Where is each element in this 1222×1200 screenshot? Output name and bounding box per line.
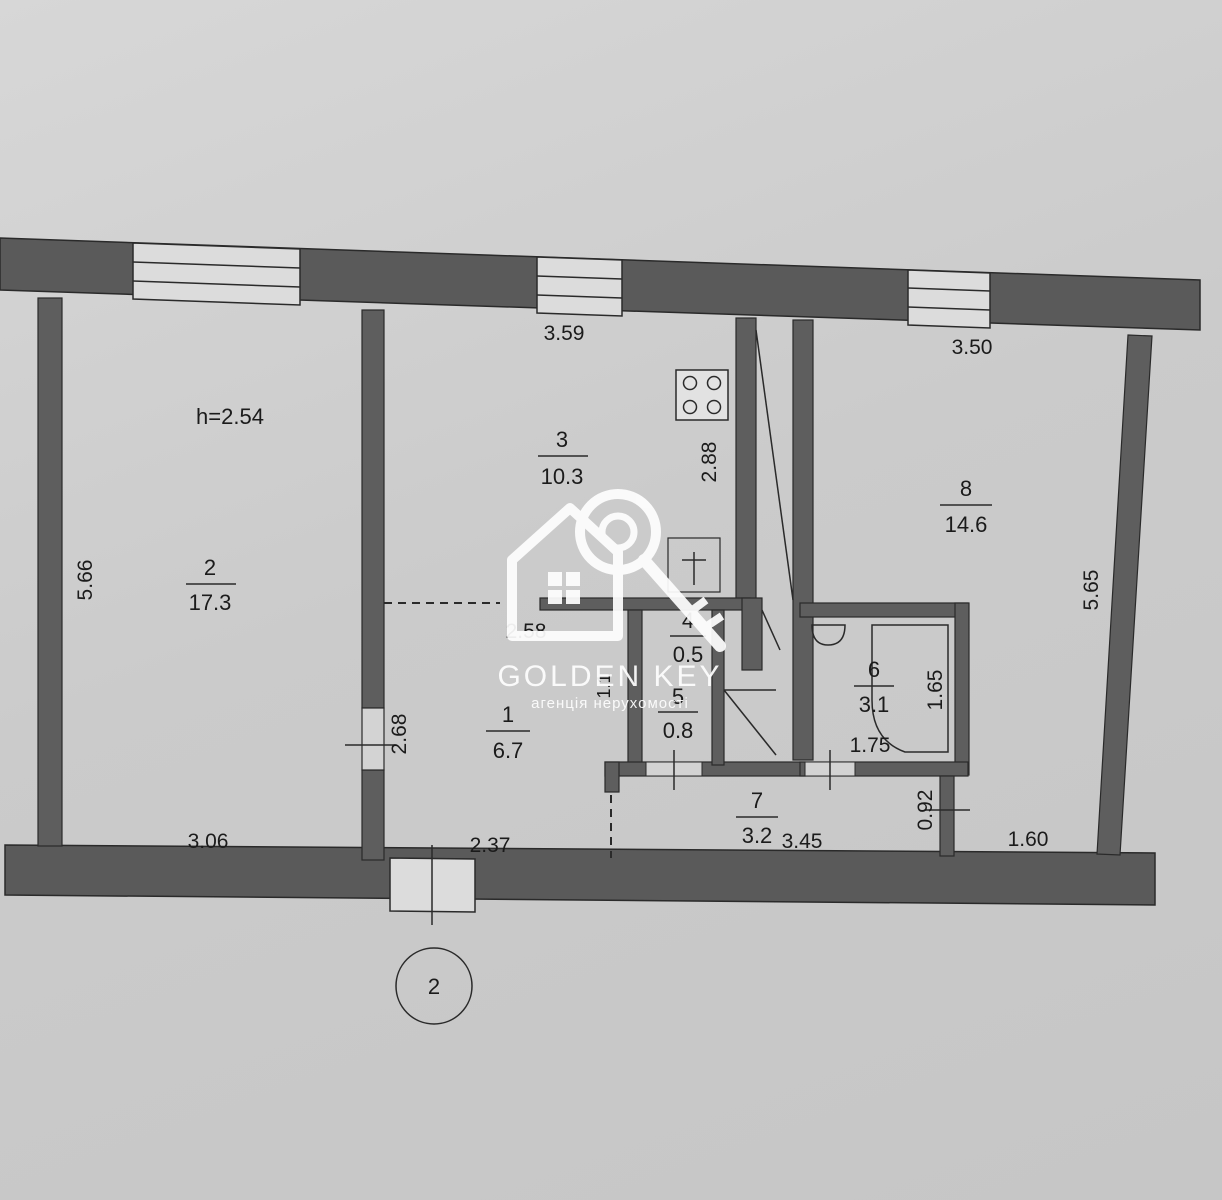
- room-area: 3.2: [742, 823, 773, 848]
- dim-bottom-left: 3.06: [188, 830, 229, 853]
- room-area: 0.8: [663, 718, 694, 743]
- bottom-wall: [4, 844, 1156, 925]
- axis-marker: 2: [395, 947, 473, 1025]
- dim-bath-width: 1.75: [850, 734, 891, 757]
- washbasin-icon: [811, 624, 846, 646]
- dim-bath-height: 1.65: [924, 670, 947, 711]
- dim-corridor-depth: 0.92: [914, 790, 937, 831]
- watermark-tagline: агенція нерухомості: [531, 695, 689, 712]
- room-7: 7 3.2: [736, 788, 778, 848]
- dim-kitchen-depth: 2.88: [698, 442, 721, 483]
- watermark-brand: GOLDEN KEY: [497, 660, 722, 693]
- room-number: 8: [960, 476, 972, 501]
- room-number: 1: [502, 702, 514, 727]
- dim-bottom-corridor: 3.45: [782, 830, 823, 853]
- top-wall: [0, 237, 1201, 331]
- room-area: 17.3: [189, 590, 232, 615]
- room-6: 6 3.1: [854, 657, 894, 717]
- room-number: 3: [556, 427, 568, 452]
- room-1: 1 6.7: [486, 702, 530, 763]
- right-wall: [1096, 334, 1153, 856]
- dim-left-height: 5.66: [74, 560, 97, 601]
- watermark-logo-icon: [507, 489, 726, 652]
- room-area: 0.5: [673, 642, 704, 667]
- axis-marker-label: 2: [428, 974, 440, 999]
- dim-bottom-hall: 2.37: [470, 834, 511, 857]
- room-area: 6.7: [493, 738, 524, 763]
- left-wall: [37, 297, 63, 847]
- dim-wc-width: 1.1: [594, 673, 614, 698]
- room-area: 10.3: [541, 464, 584, 489]
- bathtub-icon: [871, 624, 949, 753]
- room-3: 3 10.3: [538, 427, 588, 489]
- room-area: 14.6: [945, 512, 988, 537]
- ceiling-height: h=2.54: [196, 404, 264, 429]
- room-number: 5: [672, 684, 684, 709]
- room-area: 3.1: [859, 692, 890, 717]
- dim-bottom-right: 1.60: [1008, 828, 1049, 851]
- watermark: GOLDEN KEY агенція нерухомості: [497, 489, 726, 712]
- room-number: 7: [751, 788, 763, 813]
- window-top-middle: [536, 256, 623, 317]
- window-top-right: [907, 269, 991, 329]
- stove-icon: [675, 369, 729, 421]
- room-2: 2 17.3: [186, 555, 236, 615]
- dim-top-right: 3.50: [952, 336, 993, 359]
- window-top-left: [132, 242, 301, 306]
- room-8: 8 14.6: [940, 476, 992, 537]
- room-5: 5 0.8: [658, 684, 698, 743]
- dim-right-height: 5.65: [1080, 570, 1103, 611]
- dim-top-kitchen: 3.59: [544, 322, 585, 345]
- dim-hall-height: 2.68: [388, 714, 411, 755]
- interior-walls: [345, 309, 970, 861]
- room-number: 6: [868, 657, 880, 682]
- sink-icon: [667, 537, 721, 593]
- room-number: 2: [204, 555, 216, 580]
